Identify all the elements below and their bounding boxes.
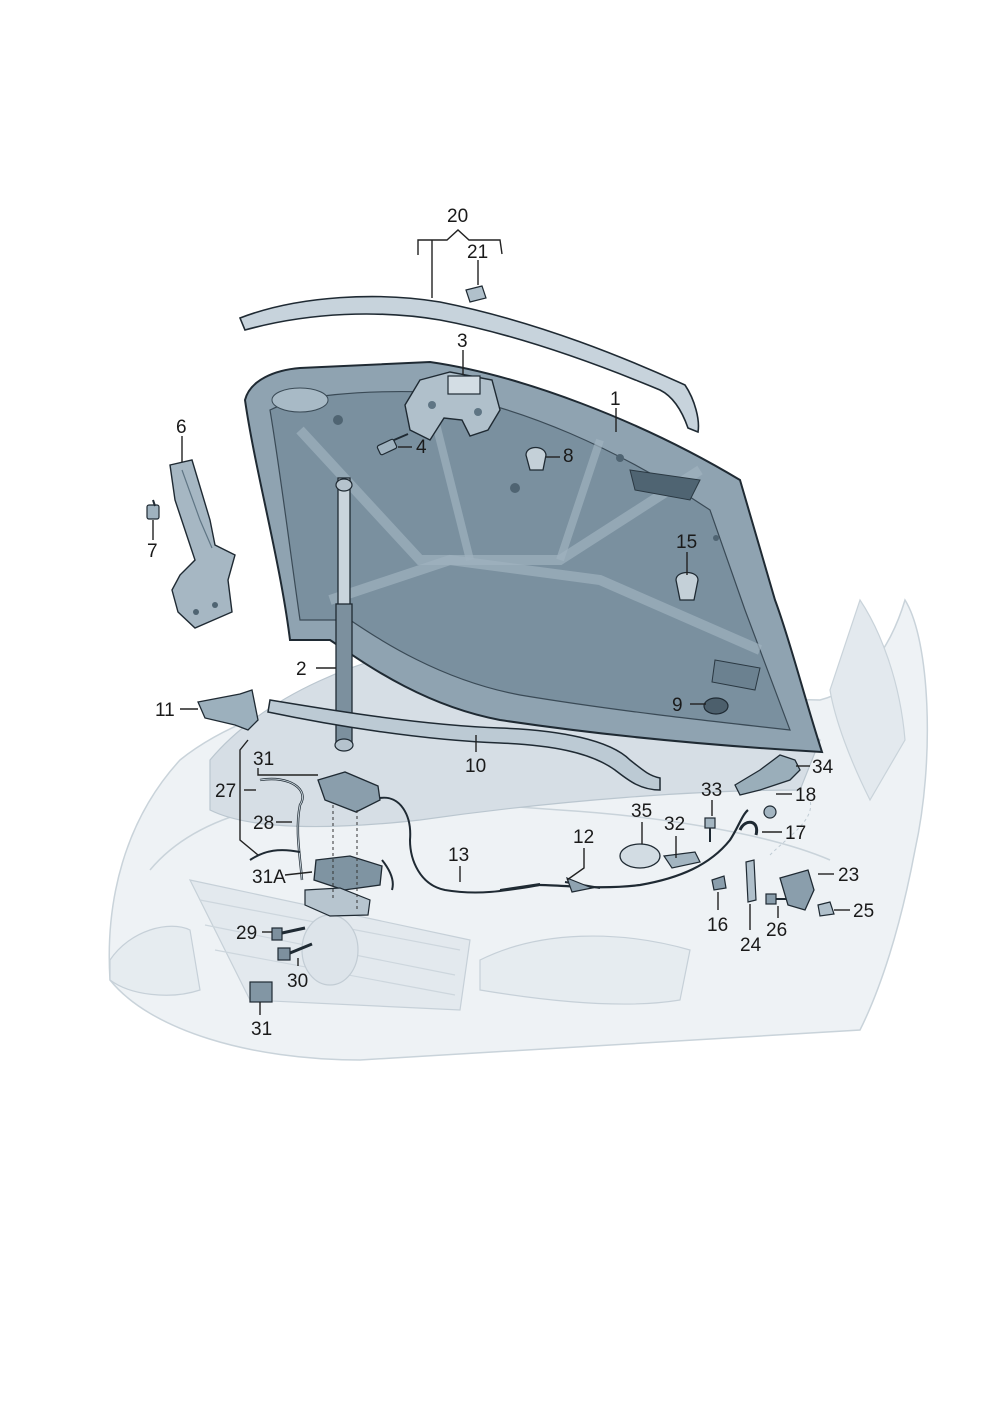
callout-27: 27 [215, 781, 236, 802]
callout-20: 20 [447, 206, 468, 227]
bracket-32 [662, 851, 701, 869]
callout-31-top: 31 [253, 749, 274, 770]
callout-2: 2 [296, 659, 307, 680]
bolt-4 [376, 433, 409, 456]
callout-29: 29 [236, 923, 257, 944]
screw-30 [277, 942, 313, 961]
callout-9: 9 [672, 695, 683, 716]
windshield-edge [829, 598, 906, 802]
hood-panel [243, 360, 824, 754]
callout-34: 34 [812, 757, 834, 778]
callout-26: 26 [766, 920, 787, 941]
callout-6: 6 [176, 417, 187, 438]
screw-29 [271, 926, 306, 941]
hood-latch-bracket [404, 371, 501, 441]
callout-28: 28 [253, 813, 274, 834]
brand-emblem [301, 914, 359, 986]
callout-13: 13 [448, 845, 469, 866]
callout-32: 32 [664, 814, 685, 835]
callout-11: 11 [155, 700, 175, 721]
bolt-7 [146, 499, 160, 520]
callout-1: 1 [610, 389, 621, 410]
grommet-9 [703, 697, 729, 715]
callout-30: 30 [287, 971, 308, 992]
callout-33: 33 [701, 780, 722, 801]
callout-12: 12 [573, 827, 594, 848]
callout-4: 4 [416, 437, 427, 458]
hood-seal-strip [238, 295, 700, 434]
gas-strut [334, 477, 354, 752]
hood-hinge-6 [169, 459, 236, 629]
callout-3: 3 [457, 331, 468, 352]
callout-21: 21 [467, 242, 488, 263]
cap-35 [619, 843, 661, 869]
callout-labels: 20 21 1 3 4 8 6 7 15 2 9 11 10 31 27 28 … [147, 206, 874, 1040]
clip-nut-31 [249, 981, 273, 1003]
bracket-34 [734, 754, 801, 796]
hood-lock [249, 771, 541, 917]
callout-23: 23 [838, 865, 859, 886]
callout-16: 16 [707, 915, 728, 936]
callout-31A: 31A [252, 867, 286, 888]
leader-lines [152, 229, 850, 1015]
callout-24: 24 [740, 935, 762, 956]
release-lever-parts [711, 799, 835, 917]
callout-15: 15 [676, 532, 697, 553]
rubber-buffer-15 [675, 535, 719, 601]
release-cable [499, 809, 749, 893]
callout-10: 10 [465, 756, 486, 777]
callout-18: 18 [795, 785, 816, 806]
hood-seal-10 [267, 699, 661, 791]
screw-33 [704, 817, 716, 842]
callout-35: 35 [631, 801, 652, 822]
callout-17: 17 [785, 823, 806, 844]
callout-25: 25 [853, 901, 874, 922]
hood-stay-holder-11 [197, 689, 259, 731]
rubber-buffer-8 [525, 446, 547, 471]
callout-7: 7 [147, 541, 158, 562]
callout-8: 8 [563, 446, 574, 467]
clip-21 [465, 285, 487, 303]
headlight [479, 935, 691, 1005]
callout-31-bottom: 31 [251, 1019, 272, 1040]
